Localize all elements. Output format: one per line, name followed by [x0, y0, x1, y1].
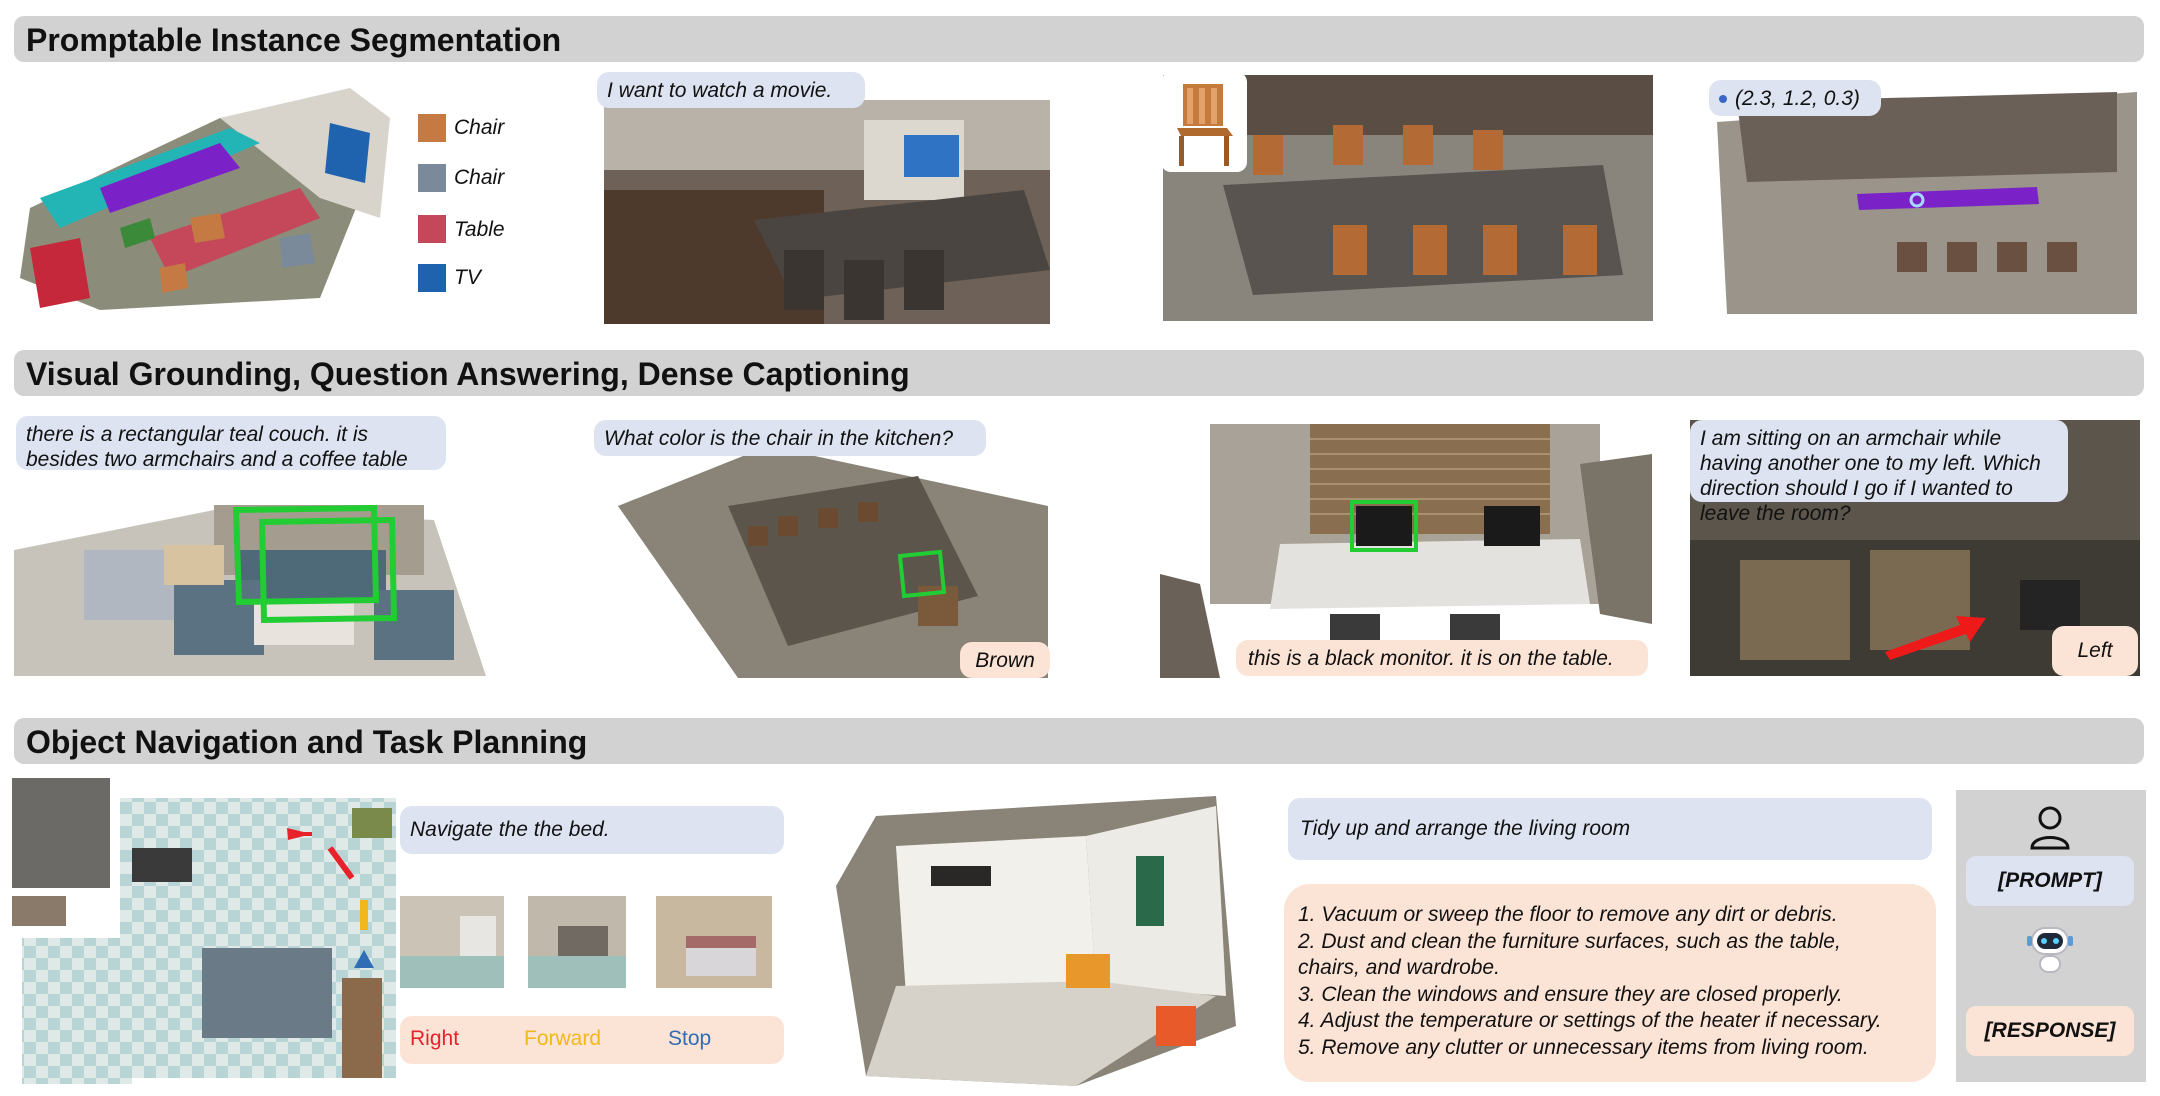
- navigation-floor-map: [12, 778, 396, 1094]
- legend-label: Chair: [454, 116, 505, 139]
- caption-answer-bubble: this is a black monitor. it is on the ta…: [1236, 640, 1648, 676]
- prompt-key-label: [PROMPT]: [1966, 856, 2134, 906]
- segmented-room-render: [20, 88, 390, 310]
- legend-label: Table: [454, 218, 505, 241]
- section-title: Promptable Instance Segmentation: [26, 22, 562, 58]
- robot-icon: [2024, 922, 2076, 976]
- plan-step: chairs, and wardrobe.: [1298, 956, 1500, 979]
- action-right-label: Right: [410, 1027, 460, 1050]
- section-header-grounding: Visual Grounding, Question Answering, De…: [14, 350, 2144, 396]
- prompt-response-key-panel: [PROMPT] [RESPONSE]: [1956, 790, 2146, 1082]
- nav-action-bar: Right Forward Stop: [400, 1016, 784, 1064]
- plan-step: 4. Adjust the temperature or settings of…: [1298, 1009, 1882, 1032]
- user-icon: [2026, 804, 2074, 852]
- legend-swatch-table: [418, 215, 446, 243]
- legend-label: Chair: [454, 166, 505, 189]
- point-prompt-bubble: (2.3, 1.2, 0.3): [1709, 80, 1881, 116]
- situated-question-bubble: I am sitting on an armchair while having…: [1690, 420, 2068, 525]
- nav-instruction-bubble: Navigate the the bed.: [400, 806, 784, 854]
- legend-swatch-tv: [418, 264, 446, 292]
- qa-question-bubble: What color is the chair in the kitchen?: [594, 420, 986, 456]
- kitchen-topdown-render: [1717, 82, 2137, 314]
- plan-step: 2. Dust and clean the furniture surfaces…: [1298, 929, 1841, 953]
- living-room-grounding-render: [14, 490, 486, 676]
- living-room-planning-render: [836, 786, 1256, 1086]
- kitchen-qa-render: [618, 446, 1048, 678]
- section-header-segmentation: Promptable Instance Segmentation: [14, 16, 2144, 62]
- legend-swatch-chair-gray: [418, 164, 446, 192]
- nav-frame-forward: [528, 896, 626, 988]
- kitchen-scene-render: [604, 100, 1050, 324]
- legend-label: TV: [454, 266, 481, 289]
- legend-swatch-chair-brown: [418, 114, 446, 142]
- action-stop-label: Stop: [668, 1027, 712, 1050]
- section-header-navigation: Object Navigation and Task Planning: [14, 718, 2144, 764]
- point-marker-icon: [1719, 95, 1727, 104]
- qa-answer-bubble: Brown: [960, 642, 1050, 678]
- plan-step: 3. Clean the windows and ensure they are…: [1298, 982, 1843, 1006]
- action-forward-label: Forward: [524, 1027, 602, 1050]
- response-key-label: [RESPONSE]: [1966, 1006, 2134, 1056]
- plan-step: 1. Vacuum or sweep the floor to remove a…: [1298, 903, 1838, 926]
- plan-response-bubble: 1. Vacuum or sweep the floor to remove a…: [1284, 884, 1936, 1082]
- section-title: Object Navigation and Task Planning: [26, 724, 588, 760]
- text-prompt-bubble: I want to watch a movie.: [597, 72, 865, 108]
- desk-caption-render: [1160, 424, 1652, 678]
- plan-step: 5. Remove any clutter or unnecessary ite…: [1298, 1035, 1869, 1059]
- plan-instruction-bubble: Tidy up and arrange the living room: [1288, 798, 1932, 860]
- situated-answer-bubble: Left: [2052, 626, 2138, 676]
- point-coordinate-text: (2.3, 1.2, 0.3): [1735, 87, 1860, 110]
- chair-image-prompt: [1161, 72, 1247, 172]
- nav-frame-right: [400, 896, 504, 988]
- grounding-prompt-bubble: there is a rectangular teal couch. it is…: [16, 416, 446, 471]
- section-title: Visual Grounding, Question Answering, De…: [26, 356, 910, 392]
- nav-frame-stop: [656, 896, 772, 988]
